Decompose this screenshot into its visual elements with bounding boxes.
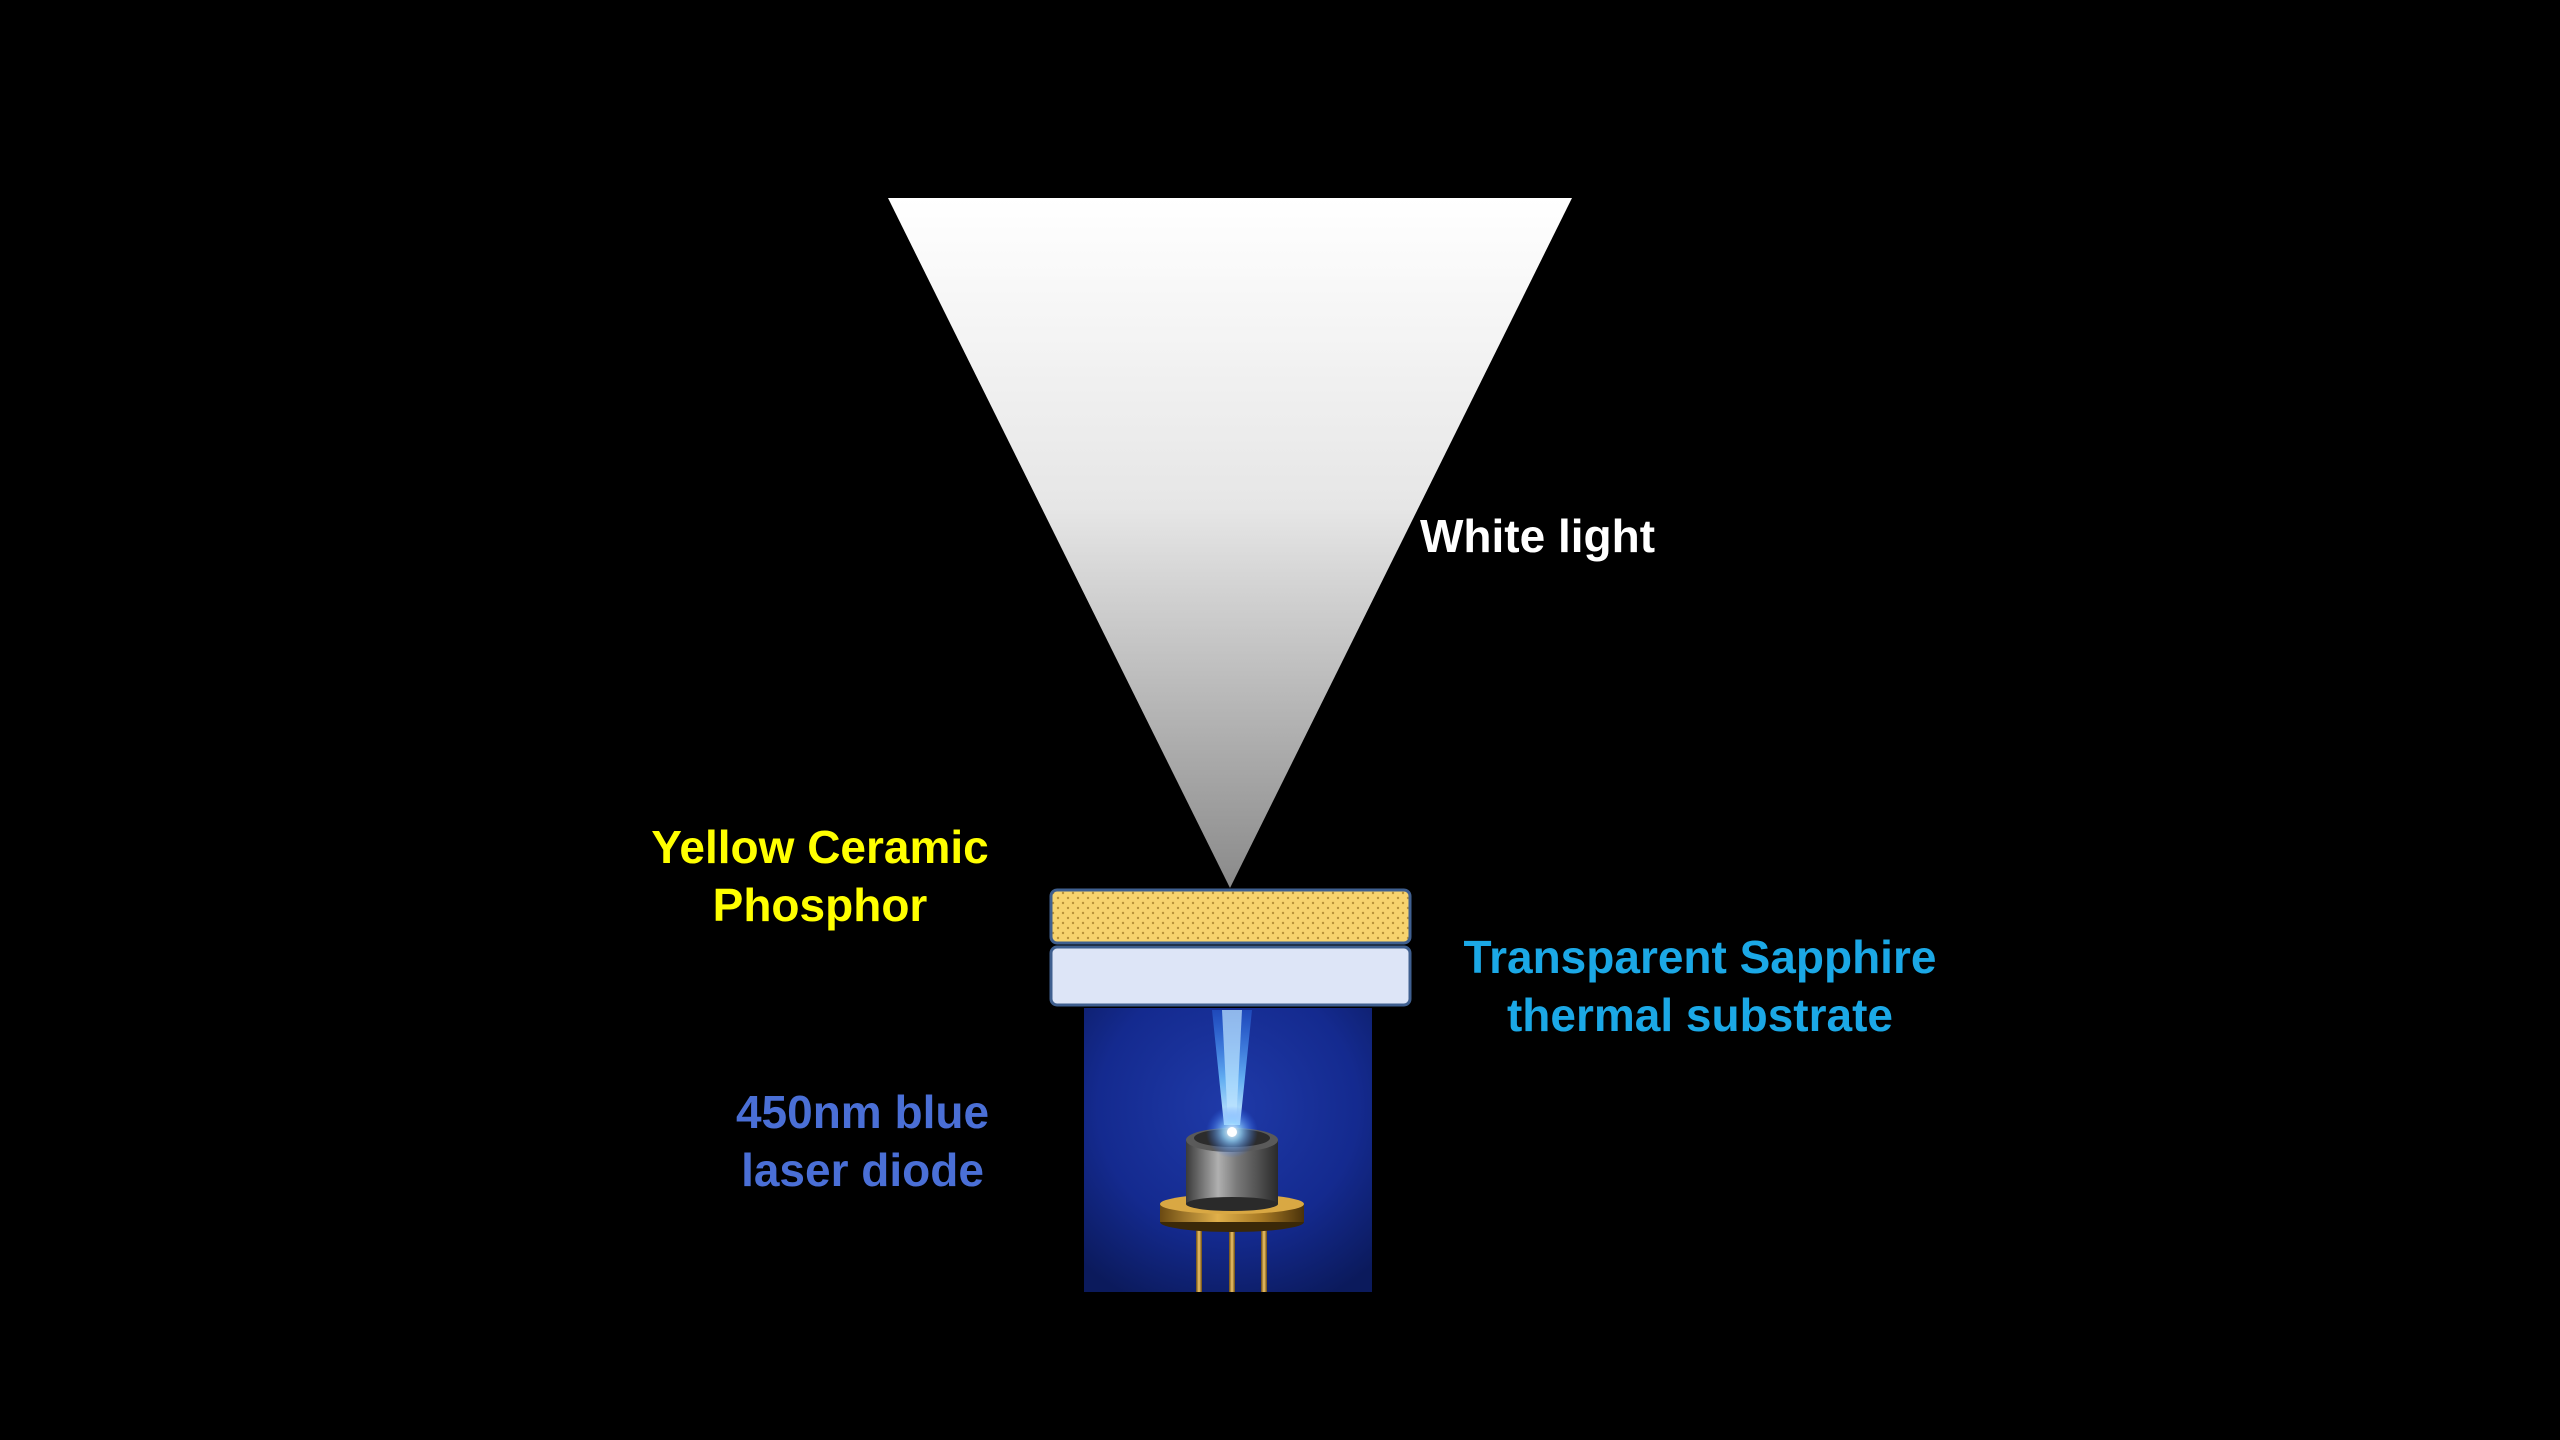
phosphor-label: Yellow Ceramic Phosphor	[600, 818, 1040, 934]
substrate-label: Transparent Sapphire thermal substrate	[1440, 928, 1960, 1044]
white-light-cone-icon	[888, 198, 1572, 888]
laser-label-line-1: 450nm blue	[735, 1086, 990, 1138]
laser-diode-can-icon	[1084, 1008, 1372, 1292]
phosphor-layer	[1049, 888, 1412, 945]
white-light-label-text: White light	[1420, 510, 1656, 562]
sapphire-substrate-layer	[1049, 945, 1412, 1007]
laser-label: 450nm blue laser diode	[690, 1083, 1035, 1199]
phosphor-label-line-2: Phosphor	[712, 879, 928, 931]
substrate-label-line-1: Transparent Sapphire	[1463, 931, 1937, 983]
laser-label-line-2: laser diode	[741, 1144, 984, 1196]
phosphor-label-line-1: Yellow Ceramic	[651, 821, 989, 873]
substrate-label-line-2: thermal substrate	[1506, 989, 1893, 1041]
white-light-label: White light	[1420, 507, 1700, 565]
